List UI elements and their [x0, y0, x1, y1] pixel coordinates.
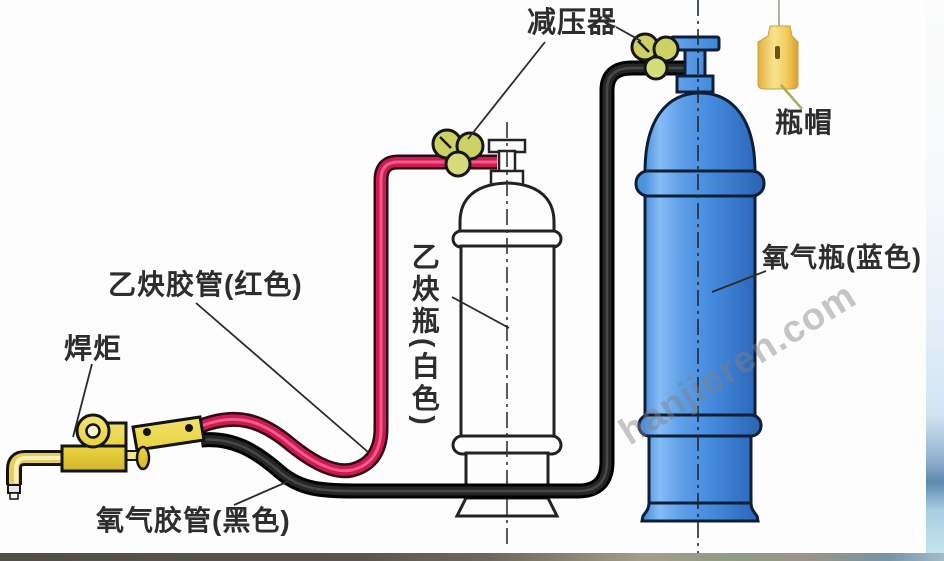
label-regulator: 减压器: [527, 7, 618, 39]
oxygen-valve-stem: [683, 48, 707, 80]
oxygen-bottle: [634, 0, 766, 559]
background-photo-bottom-edge: [0, 553, 944, 561]
label-oxygen-hose: 氧气胶管(黑色): [96, 505, 291, 536]
leader-acetylene-bottle: [451, 296, 510, 329]
label-oxygen-bottle: 氧气瓶(蓝色): [762, 243, 922, 273]
oxygen-bottle-lower-body: [647, 434, 753, 505]
cap-slot: [775, 46, 780, 59]
bottle-cap: [757, 0, 799, 90]
oxygen-valve-collar: [675, 74, 715, 94]
label-torch: 焊炬: [64, 333, 123, 364]
leader-torch: [72, 363, 93, 438]
acetylene-hose: [198, 154, 497, 479]
torch-valve-wheel: [135, 445, 151, 471]
welding-torch: [6, 413, 206, 500]
acetylene-regulator: [431, 128, 485, 178]
hose-connection-dot: [185, 424, 193, 432]
oxygen-bottle-body: [643, 194, 757, 424]
leader-bottle-cap: [780, 84, 803, 110]
oxygen-bottle-collar: [634, 169, 766, 198]
hose-connection-dot: [143, 428, 151, 436]
label-acetylene-bottle: 乙炔瓶(白色): [408, 242, 440, 429]
leader-regulator-left: [467, 41, 546, 140]
background-photo-edge: [926, 0, 944, 561]
gauge-needle: [439, 136, 452, 149]
torch-body: [60, 444, 128, 473]
leader-lines: [72, 26, 803, 506]
leader-oxygen-hose: [233, 480, 290, 506]
acetylene-bottle: [451, 122, 563, 544]
leader-oxygen-bottle: [711, 270, 767, 293]
torch-nozzle-tip: [7, 484, 21, 494]
oxygen-bottle-base: [640, 501, 760, 523]
torch-knob-hole: [85, 423, 101, 439]
oxygen-hose: [200, 60, 690, 499]
label-acetylene-hose: 乙炔胶管(红色): [108, 269, 303, 300]
gauge-needle: [637, 40, 650, 53]
leader-acetylene-hose: [195, 302, 369, 453]
label-bottle-cap: 瓶帽: [775, 107, 834, 138]
leader-regulator-right: [615, 26, 642, 42]
